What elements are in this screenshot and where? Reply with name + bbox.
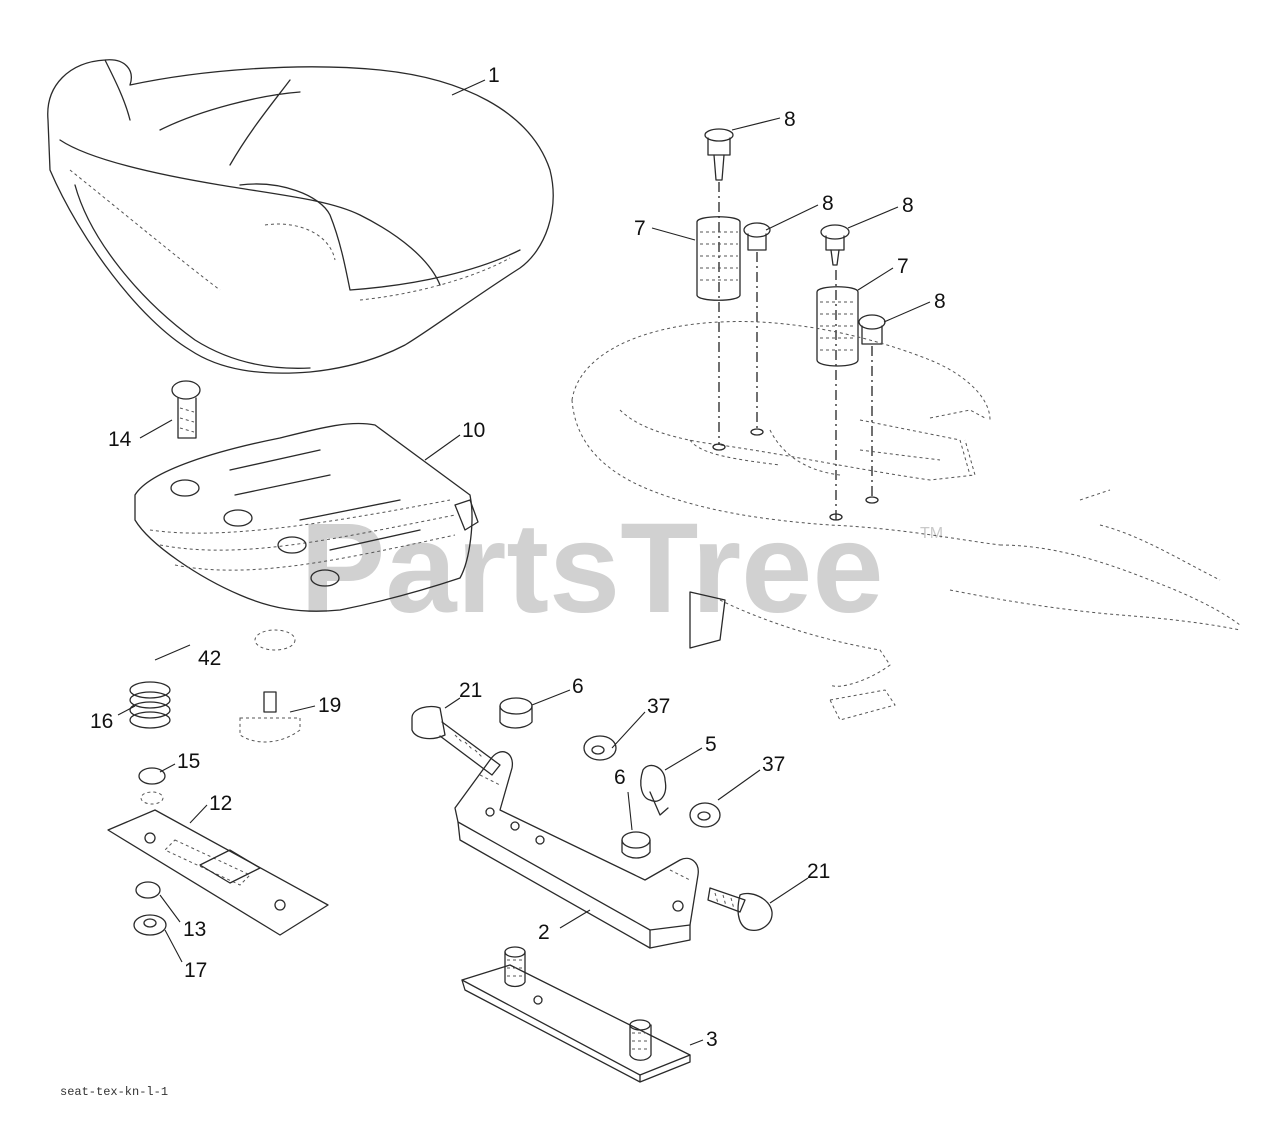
watermark-text: PartsTree — [300, 497, 884, 640]
grommet-part[interactable] — [254, 629, 296, 651]
callout-stud-19: 19 — [318, 694, 341, 717]
spacer-upper-part[interactable] — [583, 735, 617, 761]
bolt-right-part[interactable] — [858, 314, 886, 345]
bolt-mid-left-part[interactable] — [743, 222, 771, 251]
leader-lines — [117, 79, 931, 1046]
callout-shoulder-bolt-right: 21 — [807, 860, 830, 883]
callout-washer-17: 17 — [184, 959, 207, 982]
callout-bolt-mid-right: 8 — [902, 194, 914, 217]
callout-shoulder-bolt-left: 21 — [459, 679, 482, 702]
spring-left-part[interactable] — [696, 216, 741, 301]
callout-washer-15: 15 — [177, 750, 200, 773]
callout-spring-right: 7 — [897, 255, 909, 278]
callout-spacer-lower: 37 — [762, 753, 785, 776]
callout-clip: 5 — [705, 733, 717, 756]
callout-bolt-top: 8 — [784, 108, 796, 131]
mower-frame — [571, 321, 1241, 721]
clip-part[interactable] — [640, 764, 669, 816]
spacer-lower-part[interactable] — [689, 802, 721, 828]
callout-bushing-lower: 6 — [614, 766, 626, 789]
callout-nut: 13 — [183, 918, 206, 941]
callout-pivot-bracket: 2 — [538, 921, 550, 944]
callout-slide-plate: 3 — [706, 1028, 718, 1051]
callout-seat: 1 — [488, 64, 500, 87]
bushing-upper-part[interactable] — [499, 697, 533, 729]
seat-part[interactable] — [47, 59, 554, 374]
callout-spring-16: 16 — [90, 710, 113, 733]
callout-bushing-upper: 6 — [572, 675, 584, 698]
nut-part[interactable] — [135, 881, 161, 899]
trademark-symbol: TM — [920, 525, 943, 542]
callout-bolt-mid-left: 8 — [822, 192, 834, 215]
slide-plate-part[interactable] — [461, 946, 691, 1083]
callout-grommet: 42 — [198, 647, 221, 670]
bolt-top-part[interactable] — [704, 128, 734, 181]
shoulder-bolt-left-part[interactable] — [411, 705, 501, 776]
callout-seat-pan: 10 — [462, 419, 485, 442]
washer-15-part[interactable] — [138, 767, 166, 805]
bolt-mid-right-part[interactable] — [820, 224, 850, 266]
drawing-code: seat-tex-kn-l-1 — [60, 1085, 168, 1099]
stud-19-part[interactable] — [239, 691, 301, 743]
callout-adjust-plate: 12 — [209, 792, 232, 815]
adjust-plate-part[interactable] — [107, 809, 329, 936]
callout-bolt-right: 8 — [934, 290, 946, 313]
spring-16-part[interactable] — [129, 681, 171, 729]
seat-pan-part[interactable] — [134, 422, 479, 612]
bushing-lower-part[interactable] — [621, 831, 651, 859]
washer-17-part[interactable] — [133, 914, 167, 936]
callout-spacer-upper: 37 — [647, 695, 670, 718]
shoulder-bolt-right-part[interactable] — [707, 887, 773, 931]
callout-spring-left: 7 — [634, 217, 646, 240]
knob-part[interactable] — [171, 380, 201, 439]
spring-right-part[interactable] — [816, 286, 859, 367]
callout-knob: 14 — [108, 428, 132, 451]
pivot-bracket-part[interactable] — [454, 751, 699, 949]
